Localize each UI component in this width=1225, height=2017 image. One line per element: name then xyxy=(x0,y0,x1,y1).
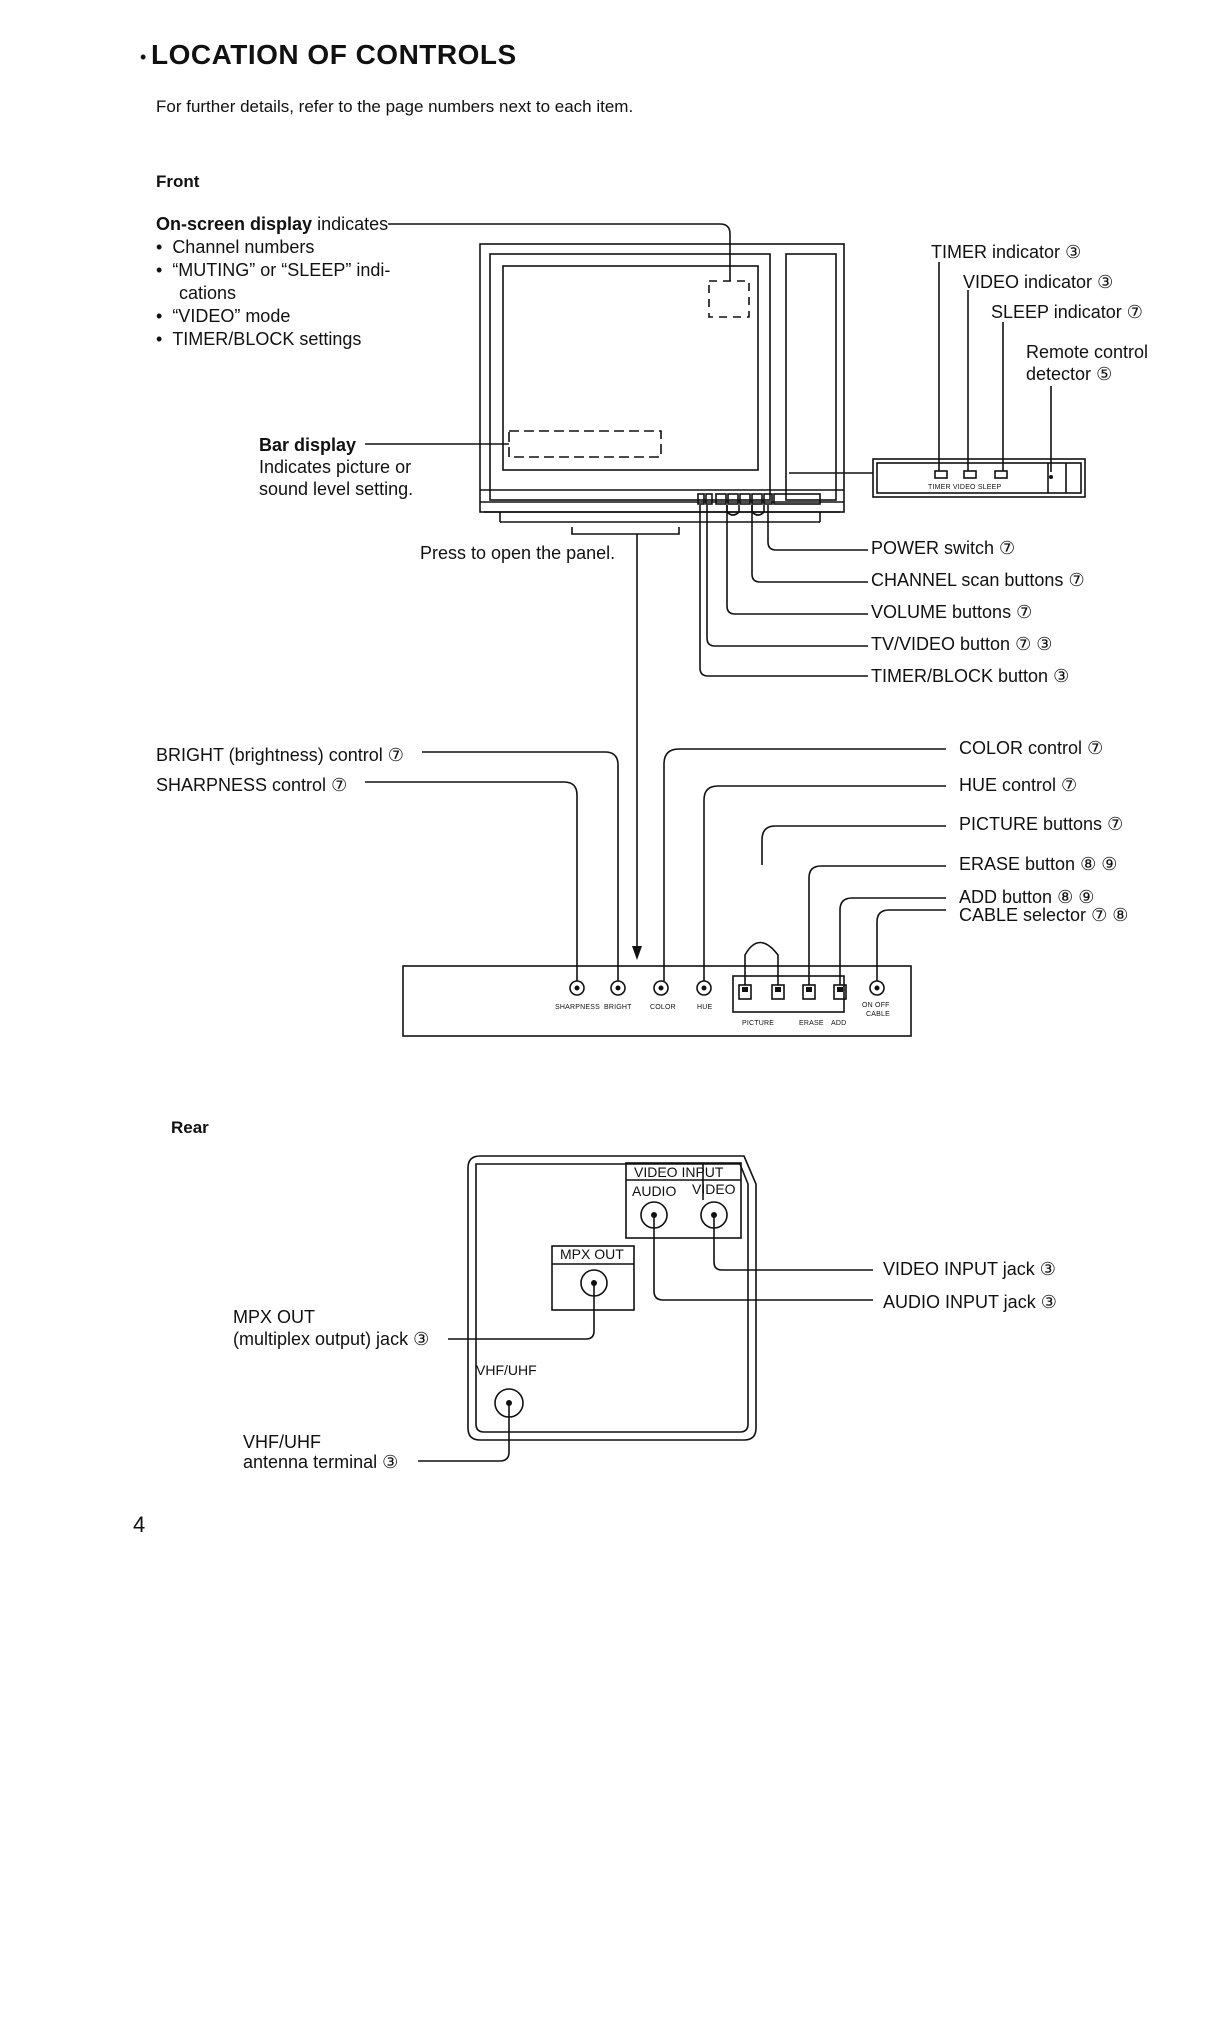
panel-label-sharpness: SHARPNESS xyxy=(555,1004,600,1011)
control-panel-illustration xyxy=(402,965,912,1037)
leader-channel xyxy=(751,505,868,583)
press-panel-note: Press to open the panel. xyxy=(420,543,616,563)
remote-detector-label: detector ⑤ xyxy=(1026,364,1113,384)
panel-label-on-off: ON OFF xyxy=(862,1002,890,1009)
sharpness-control-label: SHARPNESS control ⑦ xyxy=(156,775,348,795)
leader-mpx xyxy=(448,1283,595,1340)
leader-power xyxy=(767,505,868,551)
audio-input-jack-label: AUDIO INPUT jack ③ xyxy=(883,1292,1057,1312)
leader-video-jack xyxy=(713,1215,873,1271)
page-title: LOCATION OF CONTROLS xyxy=(151,39,517,70)
channel-scan-label: CHANNEL scan buttons ⑦ xyxy=(871,570,1085,590)
bullet-mark: • xyxy=(140,47,147,67)
bar-display-desc: Indicates picture or xyxy=(259,457,412,477)
picture-buttons-label: PICTURE buttons ⑦ xyxy=(959,814,1124,834)
rear-heading: Rear xyxy=(171,1118,209,1137)
timer-block-button-label: TIMER/BLOCK button ③ xyxy=(871,666,1070,686)
vhf-uhf-box-label: VHF/UHF xyxy=(476,1362,537,1378)
bright-control-label: BRIGHT (brightness) control ⑦ xyxy=(156,745,404,765)
hue-control-label: HUE control ⑦ xyxy=(959,775,1078,795)
erase-button-label: ERASE button ⑧ ⑨ xyxy=(959,854,1118,874)
color-control-label: COLOR control ⑦ xyxy=(959,738,1104,758)
leader-tvvideo xyxy=(706,505,868,647)
leader-cable xyxy=(876,909,946,981)
video-input-jack-label: VIDEO INPUT jack ③ xyxy=(883,1259,1056,1279)
sleep-indicator-label: SLEEP indicator ⑦ xyxy=(991,302,1143,322)
audio-label: AUDIO xyxy=(632,1183,677,1199)
page-number: 4 xyxy=(133,1512,146,1537)
onscreen-item: • TIMER/BLOCK settings xyxy=(156,329,362,349)
video-label: VIDEO xyxy=(692,1181,736,1197)
leader-antenna xyxy=(418,1403,510,1462)
onscreen-item-continued: cations xyxy=(179,283,237,303)
mpx-out-label: MPX OUT xyxy=(233,1307,316,1327)
leader-audio-jack xyxy=(653,1215,873,1301)
panel-label-picture: PICTURE xyxy=(742,1020,775,1027)
bar-display-title: Bar display xyxy=(259,435,357,455)
panel-label-hue: HUE xyxy=(697,1004,713,1011)
leader-onscreen xyxy=(388,223,731,281)
power-switch-label: POWER switch ⑦ xyxy=(871,538,1016,558)
video-indicator-label: VIDEO indicator ③ xyxy=(963,272,1114,292)
onscreen-item: • “VIDEO” mode xyxy=(156,306,291,326)
panel-label-add: ADD xyxy=(831,1020,847,1027)
mpx-box-label: MPX OUT xyxy=(560,1246,624,1262)
indicator-panel-illustration xyxy=(789,262,1086,498)
panel-label-color: COLOR xyxy=(650,1004,676,1011)
timer-indicator-label: TIMER indicator ③ xyxy=(931,242,1082,262)
indicator-panel-text: TIMER VIDEO SLEEP xyxy=(928,484,1002,491)
leader-sharpness xyxy=(365,781,578,981)
tv-video-button-label: TV/VIDEO button ⑦ ③ xyxy=(871,634,1053,654)
cable-selector-label: CABLE selector ⑦ ⑧ xyxy=(959,905,1129,925)
intro-text: For further details, refer to the page n… xyxy=(156,97,634,116)
tv-front-illustration xyxy=(479,243,845,535)
leader-hue xyxy=(703,785,946,981)
leader-color xyxy=(663,748,946,981)
add-button-label: ADD button ⑧ ⑨ xyxy=(959,887,1095,907)
leader-volume xyxy=(726,505,868,615)
video-input-box-label: VIDEO INPUT xyxy=(634,1164,724,1180)
onscreen-item: • “MUTING” or “SLEEP” indi- xyxy=(156,260,391,280)
onscreen-display-label: On-screen display indicates xyxy=(156,214,389,234)
leader-timerblock xyxy=(699,505,868,677)
volume-buttons-label: VOLUME buttons ⑦ xyxy=(871,602,1033,622)
leader-erase xyxy=(808,865,946,985)
rear-panel-illustration xyxy=(467,1155,757,1441)
mpx-out-label: (multiplex output) jack ③ xyxy=(233,1329,430,1349)
front-heading: Front xyxy=(156,172,200,191)
panel-label-erase: ERASE xyxy=(799,1020,824,1027)
onscreen-item: • Channel numbers xyxy=(156,237,315,257)
remote-detector-label: Remote control xyxy=(1026,342,1149,362)
antenna-label: VHF/UHF xyxy=(243,1432,321,1452)
bar-display-desc: sound level setting. xyxy=(259,479,414,499)
leader-add xyxy=(839,897,946,985)
leader-bright xyxy=(422,751,619,981)
panel-label-cable: CABLE xyxy=(866,1011,890,1018)
leader-picture xyxy=(761,825,946,865)
panel-label-bright: BRIGHT xyxy=(604,1004,632,1011)
antenna-label: antenna terminal ③ xyxy=(243,1452,399,1472)
